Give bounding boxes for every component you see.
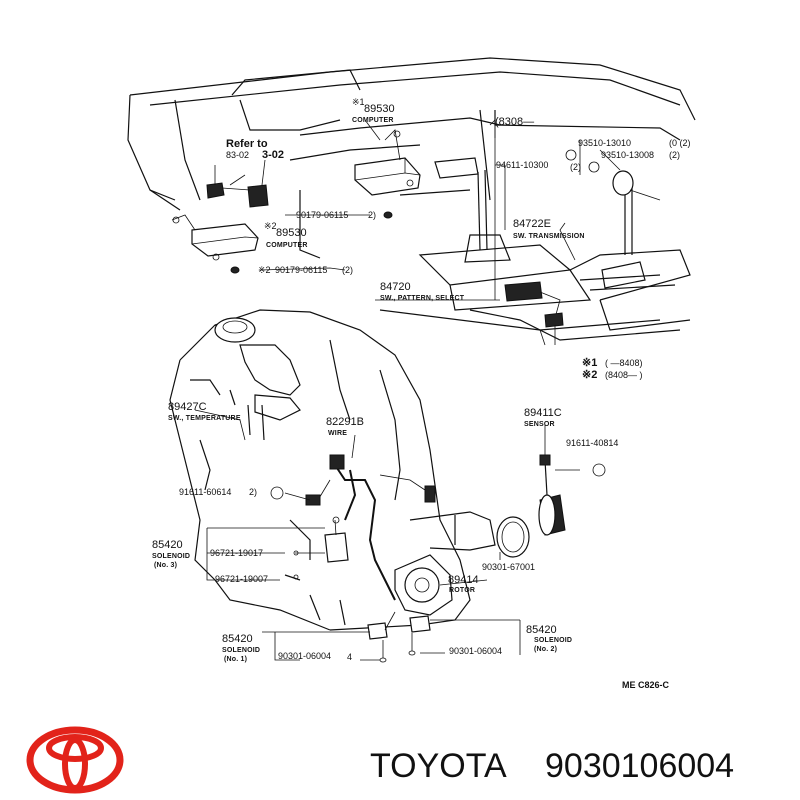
- part-91611-60614: 91611-60614: [179, 487, 231, 497]
- part-96721-19017: 96721-19017: [210, 548, 263, 558]
- star-marker-2: ※2: [264, 221, 277, 231]
- note-range-1: ( —8408): [605, 358, 643, 368]
- star-marker-3: ※2: [258, 265, 271, 275]
- label-computer-upper: COMPUTER: [352, 117, 394, 124]
- note-star-2: ※2: [582, 369, 597, 381]
- label-computer-lower: COMPUTER: [266, 242, 308, 249]
- label-solenoid-no2: SOLENOID: [534, 637, 572, 644]
- part-84722E: 84722E: [513, 218, 551, 230]
- brand-name: TOYOTA: [370, 747, 507, 785]
- part-93510-13010: 93510-13010: [578, 138, 631, 148]
- computer-lower: [171, 214, 259, 261]
- label-no1: (No. 1): [224, 656, 247, 663]
- label-sw-pattern-select: SW., PATTERN, SELECT: [380, 295, 465, 302]
- part-90179-06115-upper: 90179-06115: [296, 210, 348, 220]
- dashboard-outline: [127, 57, 696, 259]
- diagram-code: ME C826-C: [622, 680, 670, 690]
- part-96721-19007: 96721-19007: [215, 574, 268, 584]
- part-number: 9030106004: [545, 747, 734, 785]
- part-84720: 84720: [380, 281, 411, 293]
- refer-to-code-b: 3-02: [262, 149, 284, 161]
- leader-lines: [194, 119, 606, 661]
- part-85420-no1: 85420: [222, 633, 253, 645]
- part-93510-13008: 93510-13008: [601, 150, 654, 160]
- refer-to-label: Refer to: [226, 138, 268, 150]
- star-marker: ※1: [352, 97, 365, 107]
- label-sensor: SENSOR: [524, 421, 555, 428]
- note-range-2: (8408— ): [605, 370, 643, 380]
- part-91611-40814: 91611-40814: [566, 438, 618, 448]
- qty-washer: (2): [570, 162, 581, 172]
- label-sw-temperature: SW., TEMPERATURE: [168, 415, 241, 422]
- label-solenoid-no1: SOLENOID: [222, 647, 260, 654]
- part-90301-06004-left: 90301-06004: [278, 651, 331, 661]
- refer-to-code-a: 83-02: [226, 150, 249, 160]
- qty-90179-06115-lower: (2): [342, 265, 353, 275]
- refer-connector: [206, 159, 269, 208]
- part-90301-67001: 90301-67001: [482, 562, 535, 572]
- part-89530-upper: 89530: [364, 103, 395, 115]
- label-wire: WIRE: [328, 430, 347, 437]
- part-89411C: 89411C: [524, 407, 562, 419]
- engine-block: [169, 309, 566, 663]
- part-85420-no3: 85420: [152, 539, 183, 551]
- part-90179-06115-lower: 90179-06115: [275, 265, 327, 275]
- computer-upper: [354, 129, 421, 196]
- qty-93510-13010: (0 (2): [669, 138, 691, 148]
- part-85420-no2: 85420: [526, 624, 557, 636]
- label-solenoid-no3: SOLENOID: [152, 553, 190, 560]
- qty-91611-60614: 2): [249, 487, 257, 497]
- label-rotor: ROTOR: [449, 587, 475, 594]
- label-no3: (No. 3): [154, 562, 177, 569]
- label-no2: (No. 2): [534, 646, 557, 653]
- console-shifter: [379, 110, 691, 346]
- part-90301-06004-right: 90301-06004: [449, 646, 502, 656]
- part-82291B: 82291B: [326, 416, 364, 428]
- part-89414: 89414: [448, 574, 479, 586]
- label-sw-transmission: SW. TRANSMISSION: [513, 233, 585, 240]
- note-star-1: ※1: [582, 357, 597, 369]
- toyota-logo: [26, 726, 124, 794]
- pattern-select-switch: [504, 281, 564, 328]
- part-94611-10300: 94611-10300: [496, 160, 548, 170]
- fasteners: [230, 149, 600, 274]
- range-8308: (8308—: [495, 116, 534, 128]
- qty-90301-06004-left: 4: [347, 652, 352, 662]
- callout-labels: ※1 89530 COMPUTER (8308— Refer to 83-02 …: [152, 97, 691, 690]
- part-89427C: 89427C: [168, 401, 207, 413]
- part-89530-lower: 89530: [276, 227, 307, 239]
- qty-90179-06115-upper: 2): [368, 210, 376, 220]
- qty-93510-13008: (2): [669, 150, 680, 160]
